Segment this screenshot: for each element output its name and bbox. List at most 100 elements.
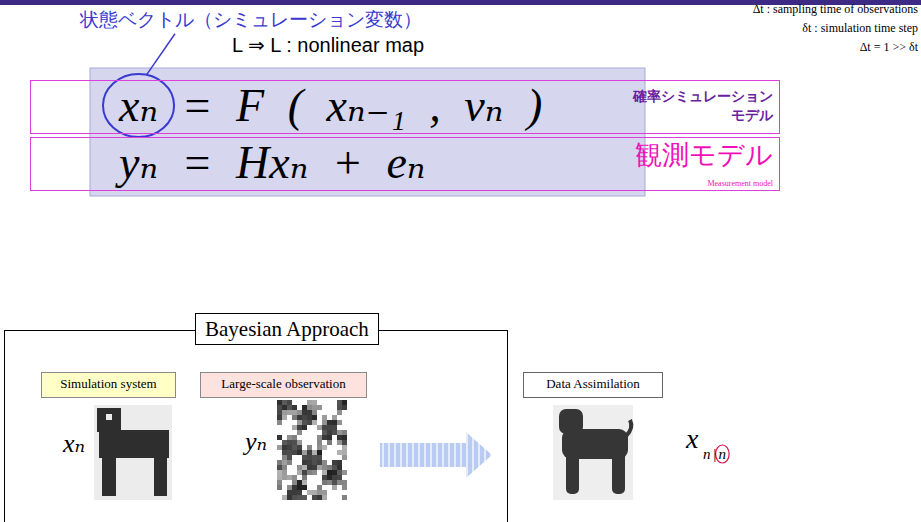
noise-pixel	[287, 485, 292, 490]
noise-pixel	[287, 450, 292, 455]
noise-pixel	[342, 460, 347, 465]
noise-pixel	[317, 445, 322, 450]
noise-pixel	[327, 455, 332, 460]
noise-pixel	[337, 435, 342, 440]
noise-pixel	[322, 450, 327, 455]
noise-pixel	[342, 455, 347, 460]
noise-pixel	[337, 450, 342, 455]
noise-pixel	[312, 490, 317, 495]
noise-pixel	[277, 440, 282, 445]
noise-pixel	[332, 460, 337, 465]
noise-pixel	[317, 430, 322, 435]
noise-pixel	[327, 430, 332, 435]
noise-pixel	[297, 490, 302, 495]
noise-pixel	[332, 425, 337, 430]
noise-pixel	[282, 450, 287, 455]
noise-pixel	[337, 485, 342, 490]
noise-pixel	[297, 460, 302, 465]
note: Δt : sampling time of observations	[753, 2, 918, 16]
noise-pixel	[292, 400, 297, 405]
noise-pixel	[322, 495, 327, 500]
noise-pixel	[312, 460, 317, 465]
noise-pixel	[287, 470, 292, 475]
noise-pixel	[312, 410, 317, 415]
noise-pixel	[282, 480, 287, 485]
noise-pixel	[302, 400, 307, 405]
noise-pixel	[282, 495, 287, 500]
noise-pixel	[277, 435, 282, 440]
model-frame: xₙ = F ( xₙ₋₁ , vₙ )確率シミュレーション モデル	[30, 80, 780, 134]
noise-pixel	[327, 475, 332, 480]
noise-pixel	[287, 455, 292, 460]
noise-pixel	[327, 480, 332, 485]
noise-pixel	[297, 410, 302, 415]
noise-pixel	[342, 445, 347, 450]
noise-pixel	[332, 410, 337, 415]
noise-pixel	[302, 405, 307, 410]
noise-pixel	[287, 475, 292, 480]
noise-pixel	[322, 460, 327, 465]
noise-pixel	[292, 450, 297, 455]
noise-pixel	[327, 415, 332, 420]
dog-eye	[106, 414, 112, 420]
noise-pixel	[277, 495, 282, 500]
noise-pixel	[342, 430, 347, 435]
source-box: Large-scale observation	[200, 372, 367, 398]
noise-pixel	[297, 455, 302, 460]
noise-pixel	[337, 455, 342, 460]
noise-pixel	[302, 460, 307, 465]
noise-pixel	[332, 400, 337, 405]
noise-pixel	[317, 470, 322, 475]
noise-pixel	[322, 435, 327, 440]
noise-pixel	[292, 470, 297, 475]
state-equation: xₙ = F ( xₙ₋₁ , vₙ )	[119, 81, 542, 131]
noise-pixel	[302, 455, 307, 460]
noise-pixel	[342, 470, 347, 475]
noise-pixel	[297, 445, 302, 450]
noise-pixel	[287, 480, 292, 485]
equation-panel	[90, 68, 645, 196]
noise-pixel	[342, 425, 347, 430]
dog-tail	[626, 420, 631, 436]
noise-pixel	[327, 485, 332, 490]
noise-pixel	[312, 430, 317, 435]
noise-pixel	[332, 430, 337, 435]
noise-pixel	[337, 495, 342, 500]
noise-pixel	[317, 490, 322, 495]
noise-pixel	[342, 440, 347, 445]
noise-pixel	[307, 405, 312, 410]
noise-pixel	[277, 490, 282, 495]
noise-pixel	[332, 405, 337, 410]
noise-pixel	[342, 485, 347, 490]
noise-pixel	[307, 430, 312, 435]
noise-pixel	[322, 430, 327, 435]
noise-pixel	[297, 405, 302, 410]
noise-pixel	[287, 495, 292, 500]
noise-pixel	[322, 465, 327, 470]
box-label: Large-scale observation	[201, 373, 366, 395]
noise-pixel	[292, 415, 297, 420]
noise-pixel	[312, 435, 317, 440]
assimilation-arrow	[380, 432, 492, 478]
source-box: Simulation system	[41, 372, 176, 398]
noise-pixel	[282, 475, 287, 480]
noise-pixel	[282, 445, 287, 450]
noise-pixel	[292, 465, 297, 470]
noise-pixel	[327, 450, 332, 455]
noise-pixel	[342, 475, 347, 480]
noise-pixel	[287, 440, 292, 445]
noise-pixel	[282, 415, 287, 420]
noise-pixel	[287, 410, 292, 415]
noise-pixel	[277, 430, 282, 435]
noise-pixel	[327, 425, 332, 430]
noise-pixel	[342, 405, 347, 410]
note: δt : simulation time step	[802, 21, 918, 35]
noise-pixel	[277, 420, 282, 425]
noise-pixel	[342, 435, 347, 440]
estimate-symbol: x	[686, 422, 698, 456]
noise-pixel	[312, 440, 317, 445]
image-ground	[553, 405, 633, 500]
noise-pixel	[302, 410, 307, 415]
noise-pixel	[317, 435, 322, 440]
